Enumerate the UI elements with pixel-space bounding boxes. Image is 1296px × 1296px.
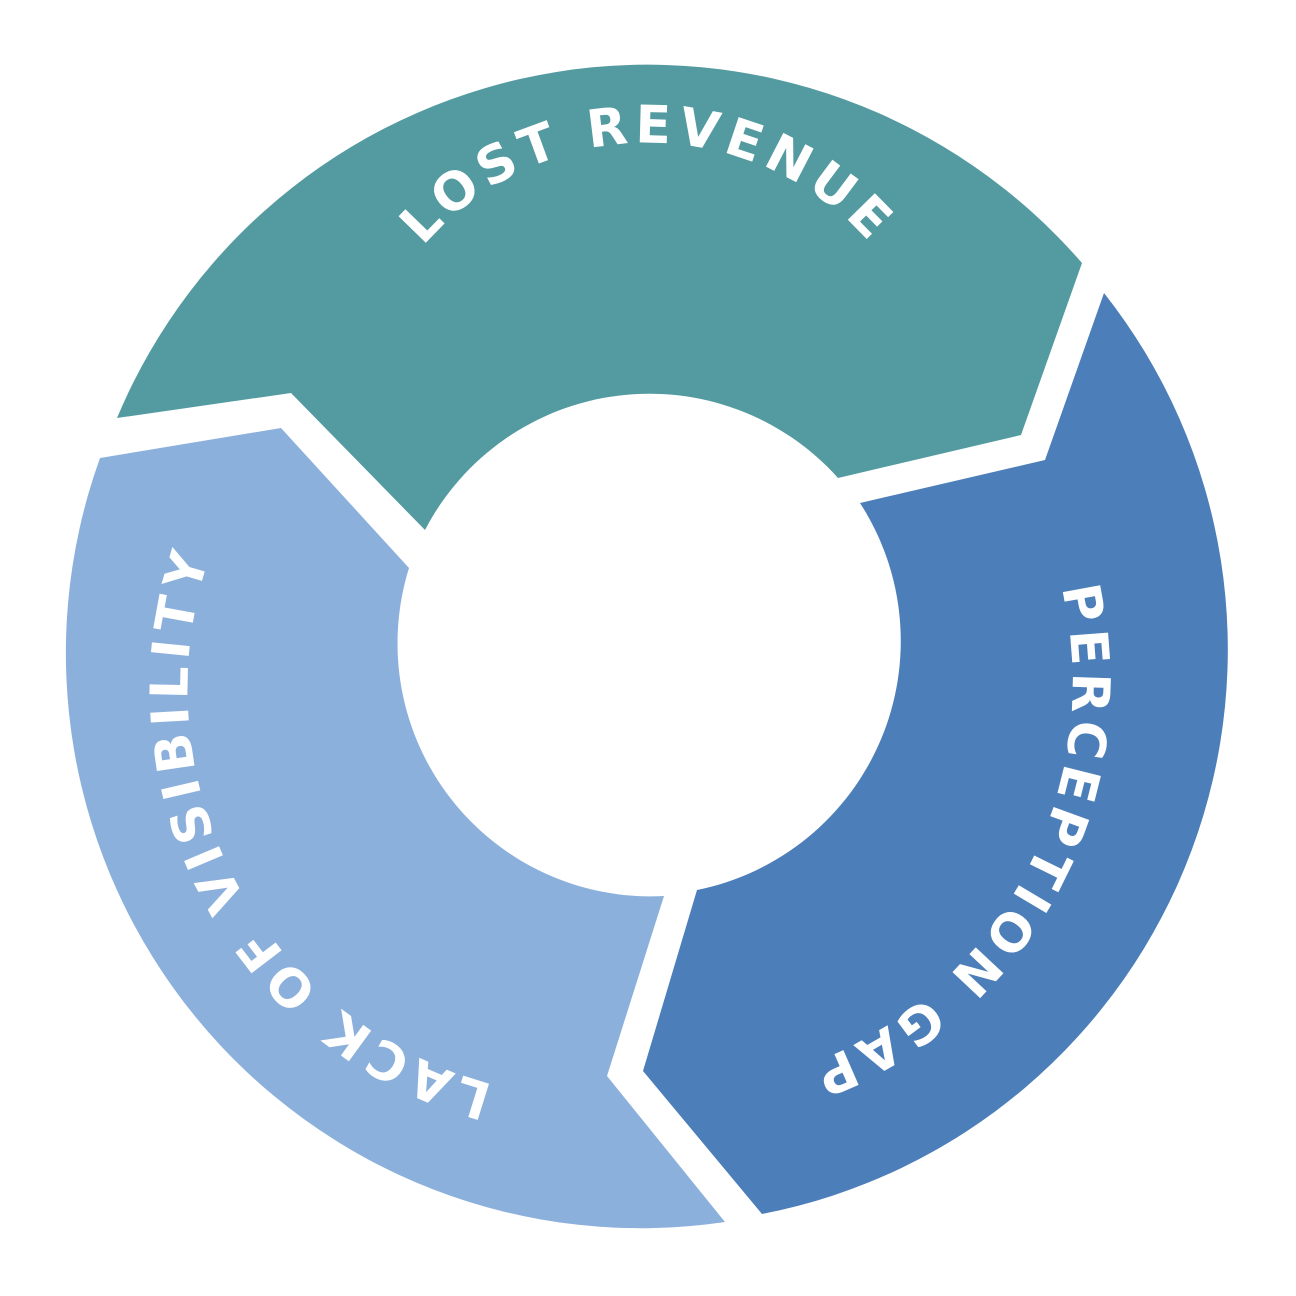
cycle-ring [65, 64, 1228, 1229]
segment-lost-revenue [117, 64, 1082, 530]
segment-perception-gap [643, 293, 1228, 1214]
segment-lack-of-visibility [65, 428, 726, 1229]
